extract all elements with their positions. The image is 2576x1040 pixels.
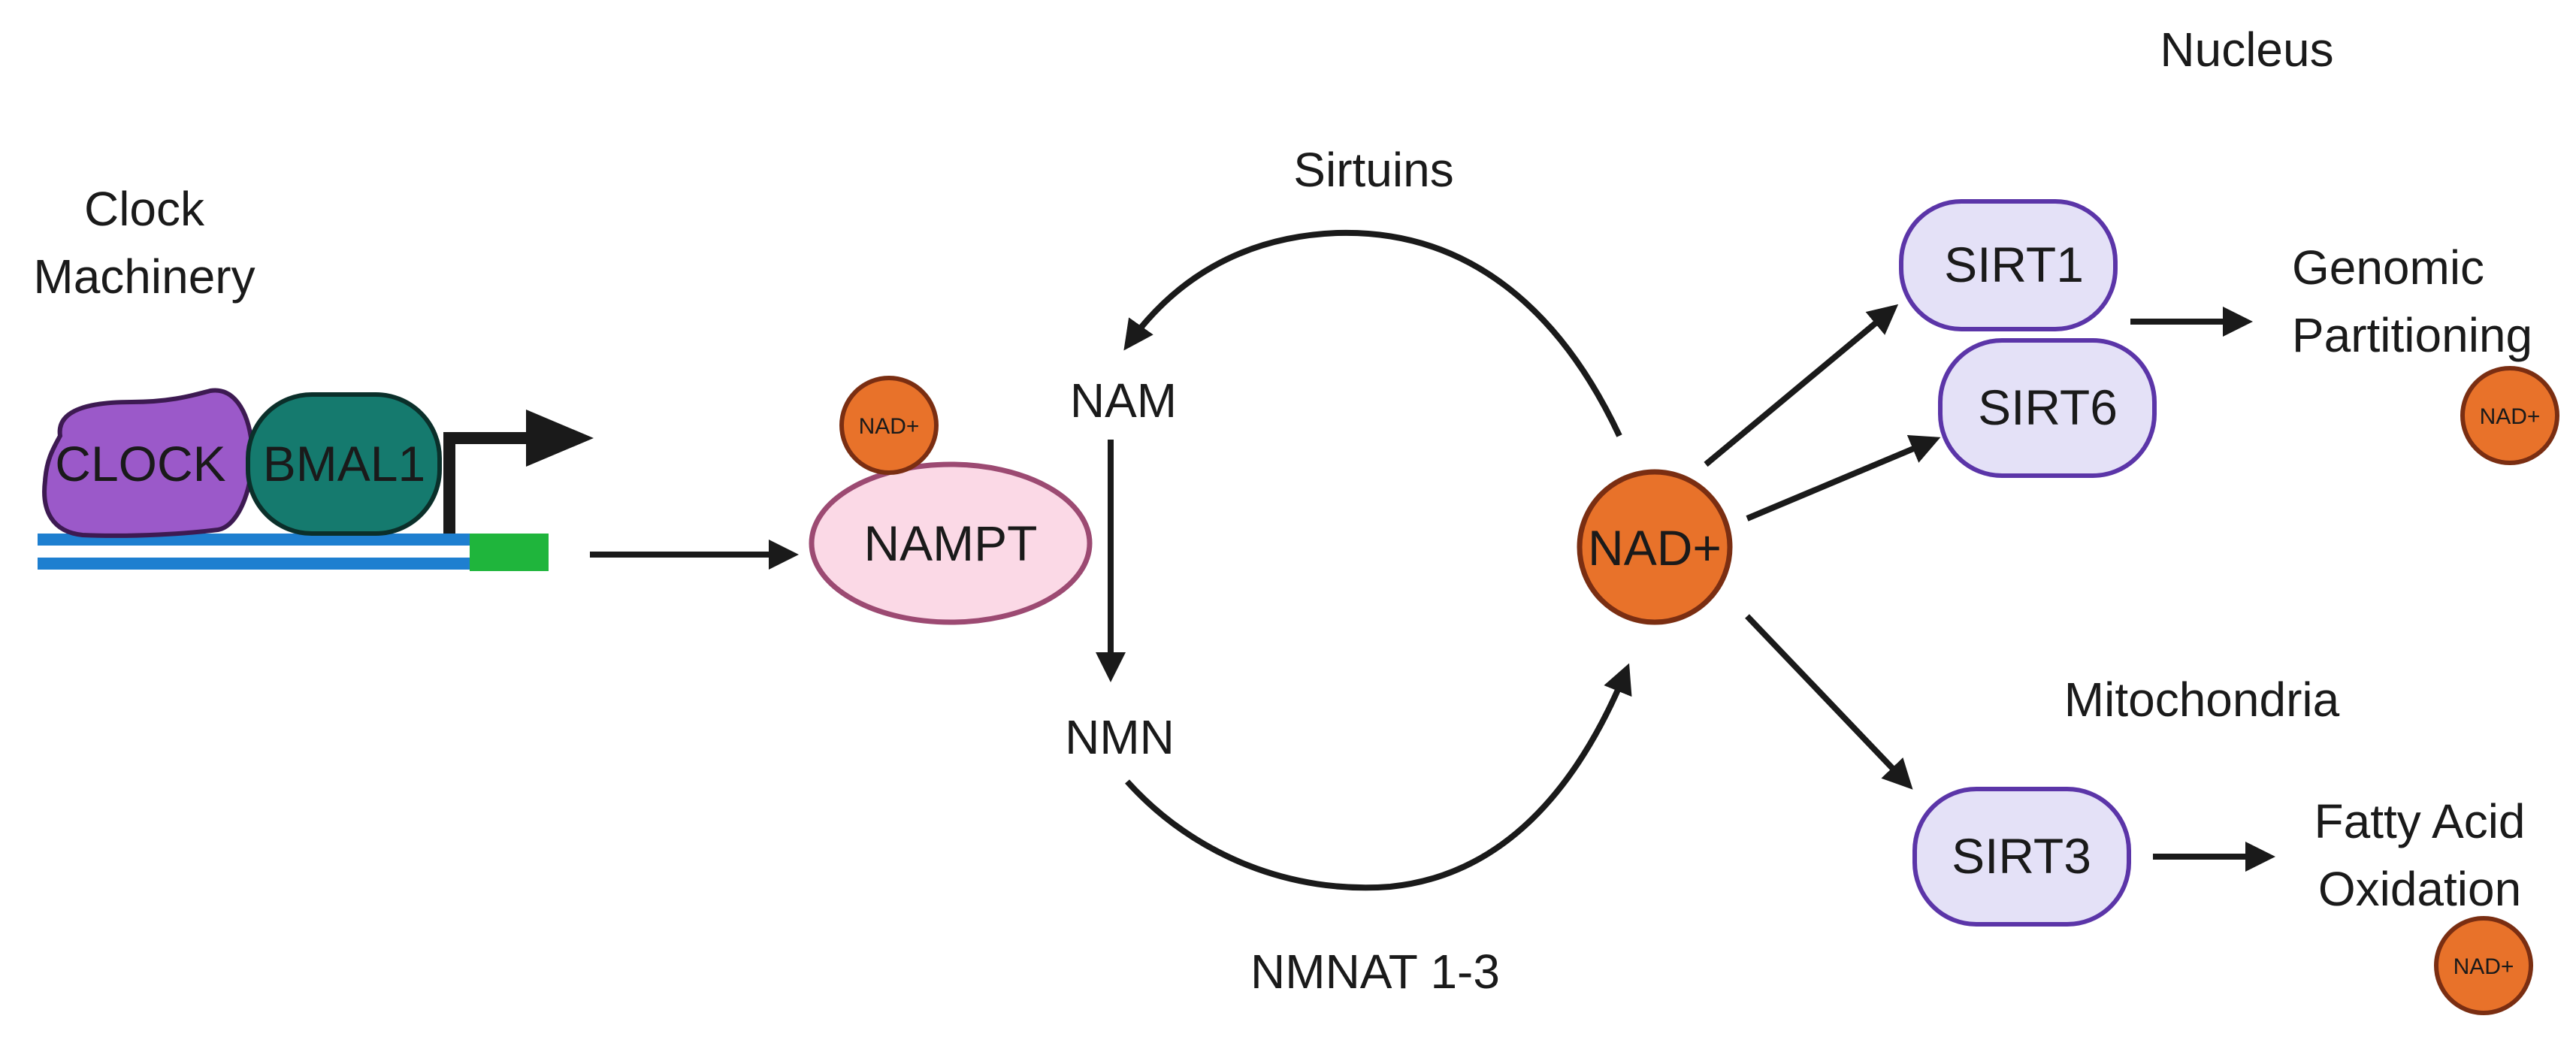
sirt1-protein bbox=[1899, 199, 2118, 331]
nucleus-label: Nucleus bbox=[2160, 23, 2333, 77]
genomic-partitioning-label-line2: Partitioning bbox=[2292, 308, 2532, 362]
nad-small-label-nampt: NAD+ bbox=[859, 414, 920, 439]
clock-label: CLOCK bbox=[55, 436, 225, 491]
clock-machinery-label-line1: Clock bbox=[84, 182, 205, 236]
bmal1-label: BMAL1 bbox=[263, 436, 425, 491]
nampt-enzyme bbox=[809, 461, 1093, 625]
nad-small-mitochondria bbox=[2434, 916, 2533, 1015]
genomic-partitioning-label-line1: Genomic bbox=[2292, 240, 2484, 295]
promoter-box bbox=[470, 534, 549, 571]
arrow-nad-to-sirt6 bbox=[1746, 434, 1941, 522]
nad-small-on-nampt bbox=[839, 376, 939, 475]
nad-small-label-nucleus: NAD+ bbox=[2480, 404, 2541, 429]
transcription-start-arrow bbox=[443, 432, 526, 534]
nampt-label: NAMPT bbox=[864, 515, 1038, 571]
sirtuins-label: Sirtuins bbox=[1293, 143, 1453, 197]
sirt1-label: SIRT1 bbox=[1944, 237, 2084, 292]
dna-strand bbox=[38, 534, 549, 571]
sirt6-protein bbox=[1938, 338, 2157, 478]
sirt6-label: SIRT6 bbox=[1978, 379, 2118, 435]
nad-main bbox=[1577, 469, 1733, 625]
bmal1-protein bbox=[246, 392, 442, 536]
nad-small-label-mitochondria: NAD+ bbox=[2454, 954, 2514, 979]
fatty-acid-label-line1: Fatty Acid bbox=[2314, 794, 2526, 848]
nmn-label: NMN bbox=[1065, 710, 1175, 764]
arrow-nad-to-sirt3 bbox=[1745, 614, 1913, 790]
clock-protein bbox=[42, 388, 255, 538]
mitochondria-label: Mitochondria bbox=[2064, 673, 2340, 727]
nad-small-nucleus bbox=[2460, 366, 2559, 465]
nam-label: NAM bbox=[1070, 373, 1177, 428]
nad-main-label: NAD+ bbox=[1588, 520, 1722, 576]
sirt3-protein bbox=[1912, 787, 2131, 927]
fatty-acid-label-line2: Oxidation bbox=[2318, 862, 2521, 916]
clock-machinery-label-line2: Machinery bbox=[33, 249, 255, 304]
nmnat-label: NMNAT 1-3 bbox=[1250, 945, 1500, 999]
sirt3-label: SIRT3 bbox=[1952, 828, 2091, 884]
arrow-nad-to-nam bbox=[1123, 229, 1622, 437]
arrow-nmn-to-nad bbox=[1125, 663, 1632, 891]
arrow-nad-to-sirt1 bbox=[1704, 304, 1899, 467]
